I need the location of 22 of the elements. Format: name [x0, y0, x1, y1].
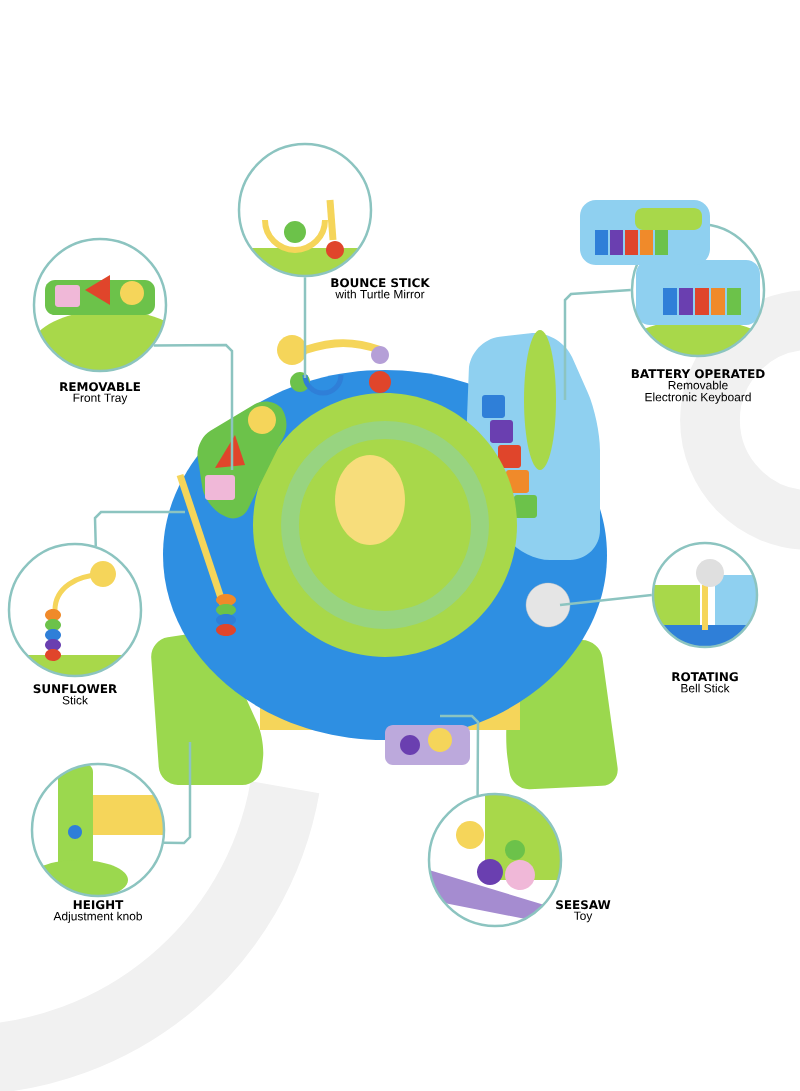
- feature-title: REMOVABLE: [60, 382, 140, 392]
- leader-line: [164, 742, 192, 845]
- leader-line: [303, 277, 307, 378]
- feature-description: Bell Stick: [681, 683, 730, 693]
- leader-line: [153, 343, 234, 470]
- feature-title: BATTERY OPERATED: [631, 369, 765, 379]
- leader-line: [440, 714, 480, 796]
- feature-description: Removable Electronic Keyboard: [645, 380, 751, 404]
- feature-title: BOUNCE STICK: [331, 278, 430, 288]
- leader-line: [563, 288, 631, 400]
- feature-description: Toy: [573, 911, 593, 923]
- leader-line: [559, 593, 652, 607]
- activity-center-drawing: [151, 330, 618, 790]
- feature-title: SUNFLOWER: [33, 684, 117, 694]
- feature-description: Adjustment knob: [53, 911, 142, 923]
- feature-description: Stick: [62, 695, 88, 705]
- feature-description: Front Tray: [73, 393, 128, 405]
- feature-description: with Turtle Mirror: [335, 289, 425, 299]
- leader-line: [93, 510, 185, 547]
- feature-title: SEESAW: [556, 900, 611, 910]
- feature-title: ROTATING: [672, 672, 738, 682]
- feature-title: HEIGHT: [73, 900, 124, 910]
